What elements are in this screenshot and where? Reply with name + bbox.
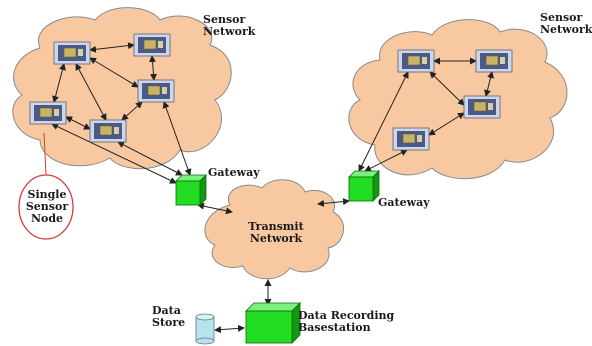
link-r2-r3 [484, 71, 494, 97]
transmit-network-label: Transmit Network [248, 220, 304, 245]
sensor-node-2 [133, 33, 171, 57]
sensor-node-1 [53, 41, 91, 65]
gateway-right-icon [348, 170, 380, 202]
single-sensor-node-label: Single Sensor Node [25, 188, 69, 225]
link-l1-l5 [75, 63, 107, 121]
link-gwL-transmit [197, 202, 233, 215]
link-l2-l4 [149, 55, 157, 81]
sensor-node-4 [137, 79, 175, 103]
link-l3-gw [51, 123, 177, 184]
sensor-network-label-left: Sensor Network [203, 13, 256, 38]
gateway-label-left: Gateway [208, 166, 260, 179]
link-store-basestation [214, 324, 245, 334]
data-store-cylinder-icon [195, 313, 215, 345]
link-l1-l4 [89, 57, 139, 88]
link-r4-gw [364, 149, 408, 172]
link-r1-r3 [429, 71, 465, 106]
gateway-label-right: Gateway [378, 196, 430, 209]
sensor-network-label-right: Sensor Network [540, 11, 592, 36]
sensor-node-8 [463, 95, 501, 119]
link-l4-gw [162, 101, 192, 176]
sensor-node-6 [397, 49, 435, 73]
data-store-label: Data Store [152, 304, 186, 329]
sensor-node-9 [392, 127, 430, 151]
link-l1-l2 [89, 42, 135, 53]
link-l1-l3 [52, 63, 66, 103]
sensor-node-7 [475, 49, 513, 73]
link-r3-r4 [428, 112, 465, 136]
data-recording-basestation-label: Data Recording Basestation [298, 309, 395, 334]
sensor-node-3 [29, 101, 67, 125]
link-gwR-transmit [317, 198, 350, 207]
transmit-network-cloud [204, 179, 344, 280]
basestation-icon [245, 302, 301, 344]
link-l4-l5 [121, 101, 143, 121]
callout-pointer [43, 132, 47, 176]
gateway-left-icon [175, 174, 207, 206]
sensor-node-5 [89, 119, 127, 143]
